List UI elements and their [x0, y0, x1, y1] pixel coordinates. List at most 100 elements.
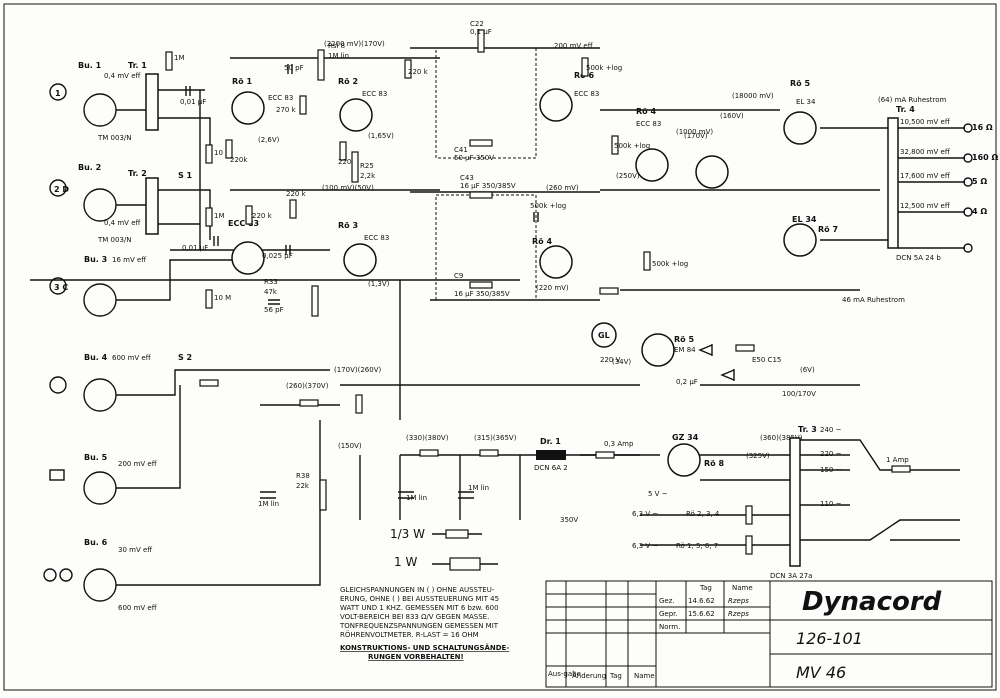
resistor-r25-icon	[581, 57, 589, 77]
diode-1-icon	[698, 343, 713, 357]
mains-tap-240: 240 ~	[820, 426, 842, 434]
pot-rsl8-val: 16 µF 350/385V	[454, 290, 510, 298]
legend-one-third-w-icon	[445, 529, 469, 539]
voltage-3: (1,65V)	[368, 132, 394, 140]
input-2-symbol-icon	[49, 179, 67, 197]
title-row-1-label: Gez.	[659, 597, 675, 605]
input-2-symbol: 2 D	[54, 185, 69, 194]
input-4-bu: Bu. 4	[84, 353, 108, 362]
wattage-legend: 1/3 W 1 W	[390, 527, 498, 571]
title-row-3-label: Norm.	[659, 623, 680, 631]
tube-ro4-driver: Rö 4 ECC 83	[635, 107, 729, 189]
input-2-bu: Bu. 2	[78, 163, 101, 172]
output-tap-2-ohm: 160 Ω	[972, 153, 998, 162]
capacitor-c22: 500k +log	[530, 202, 566, 210]
tube-driver-type: ECC 83	[636, 120, 661, 128]
mains-tap-220: 220 ~	[820, 450, 842, 458]
tube-ro3-type: ECC 83	[364, 234, 389, 242]
title-foot-ausgabe: Aus-gabe	[548, 670, 581, 678]
tube-ro9: ECC 83	[228, 219, 265, 275]
note-line-7: KONSTRUKTIONS- UND SCHALTUNGSÄNDE-	[340, 643, 509, 652]
resistor-r4-icon	[205, 207, 213, 227]
din-socket-5-icon	[83, 471, 117, 505]
rect-heater: 5 V ~	[648, 490, 668, 498]
tube-ro7-icon	[783, 223, 817, 257]
pot-rsl6-ref: C41	[454, 146, 468, 154]
filter-section: Dr. 1 DCN 6A 2 0,3 Amp 350V	[534, 437, 634, 524]
voltage-21: (18000 mV)	[732, 92, 774, 100]
legend-one-w: 1 W	[394, 555, 417, 569]
input-3-symbol: 3 C	[54, 283, 68, 292]
voltage-19: (325V)	[746, 452, 770, 460]
resistor-r38-icon	[643, 251, 651, 271]
tube-ro2: Rö 2 ECC 83	[338, 77, 387, 132]
capacitor-c9: 1M lin	[258, 500, 279, 508]
output-tap-3-level: 17,600 mV eff	[900, 172, 950, 180]
capacitor-c1: 0,01 µF	[180, 98, 206, 106]
capacitor-c43-icon	[398, 491, 414, 499]
resistor-r10-icon	[404, 59, 412, 79]
voltage-20: (1000 mV)	[676, 128, 713, 136]
tube-ro4-icon	[539, 245, 573, 279]
voltage-1: (2200 mV)(170V)	[324, 40, 385, 48]
tube-driver-1-icon	[635, 148, 669, 182]
tube-ro1: Rö 1 ECC 83	[231, 77, 293, 125]
tube-ro3-id: Rö 3	[338, 221, 358, 230]
input-1-symbol-icon	[49, 83, 67, 101]
voltage-labels: (2200 mV)(170V) (2,6V) (1,65V) 200 mV ef…	[258, 40, 815, 460]
input-1-tr: Tr. 1	[128, 61, 147, 70]
input-5: Bu. 5 200 mV eff	[49, 453, 157, 505]
din-socket-3-icon	[83, 283, 117, 317]
output-tap-1-ohm: 16 Ω	[972, 123, 993, 132]
input-4: Bu. 4 600 mV eff	[49, 353, 151, 412]
fuse-03: 0,3 Amp	[604, 440, 634, 448]
heater-1-label: Rö 2, 3, 4	[686, 510, 720, 518]
input-1: 1 Bu. 1 0,4 mV eff Tr. 1 TM 003/N	[49, 61, 159, 142]
pot-rsl4-icon	[319, 479, 327, 511]
filter-voltage: 350V	[560, 516, 578, 524]
resistor-r1-icon	[165, 51, 173, 71]
resistor-r25: 500k +log	[586, 64, 622, 72]
resistor-r33: 500k +log	[614, 142, 650, 150]
heater-trim-1-icon	[745, 505, 753, 525]
capacitor-c9-icon	[260, 491, 276, 499]
output-tap-4-ohm: 4 Ω	[972, 207, 987, 216]
pot-rsl2-icon	[351, 151, 359, 183]
note-line-1: GLEICHSPANNUNGEN IN ( ) OHNE AUSSTEU-	[340, 586, 495, 594]
tube-ro8-type: GZ 34	[672, 433, 699, 442]
din-socket-4-icon	[83, 378, 117, 412]
output-transformer: Tr. 4 DCN 5A 24 b (64) mA Ruhestrom 46 m…	[820, 96, 998, 304]
note-line-6: RÖHRENVOLTMETER. R-LAST = 16 OHM	[340, 630, 479, 639]
tube-ro8-icon	[667, 443, 701, 477]
resistor-series-3-icon	[355, 394, 363, 414]
heater-2-label: Rö 1, 5, 6, 7	[676, 542, 718, 550]
input-2-level: 0,4 mV eff	[104, 219, 140, 227]
bias-label-02uf: 0,2 µF	[676, 378, 698, 386]
output-tap-1-level: 10,500 mV eff	[900, 118, 950, 126]
resistor-r38: 500k +log	[652, 260, 688, 268]
capacitors: 0,01 µF 0,01 µF 0,025 µF 50 pF 56 pF 500…	[180, 64, 566, 508]
note-line-8: RUNGEN VORBEHALTEN!	[368, 653, 464, 661]
resistor-r8: 220 k	[286, 190, 307, 198]
output-current-2: 46 mA Ruhestrom	[842, 296, 905, 304]
output-transformer-tr: Tr. 4	[896, 105, 915, 114]
input-1-tr-type: TM 003/N	[97, 134, 132, 142]
pot-rsl6-val: 50 µF 350V	[454, 154, 494, 162]
output-tap-2-level: 32,800 mV eff	[900, 148, 950, 156]
title-row-2-label: Gepr.	[659, 610, 678, 618]
voltage-13: (315)(365V)	[474, 434, 517, 442]
fuse-03-icon	[595, 451, 615, 459]
resistor-r4: 1M	[214, 212, 225, 220]
tube-ro2-icon	[339, 98, 373, 132]
resistor-series-4-icon	[299, 399, 319, 407]
capacitor-c5: 56 pF	[264, 306, 284, 314]
brand-logo: Dynacord	[802, 587, 942, 617]
bias-resistor-icon	[735, 344, 755, 352]
input-3-bu: Bu. 3	[84, 255, 107, 264]
resistor-series-5-icon	[199, 379, 219, 387]
power-transformer-core-icon	[789, 437, 801, 567]
input-4-level: 600 mV eff	[112, 354, 151, 362]
pot-rsl3-ref: R33	[264, 278, 278, 286]
output-tap-3-ohm: 5 Ω	[972, 177, 987, 186]
